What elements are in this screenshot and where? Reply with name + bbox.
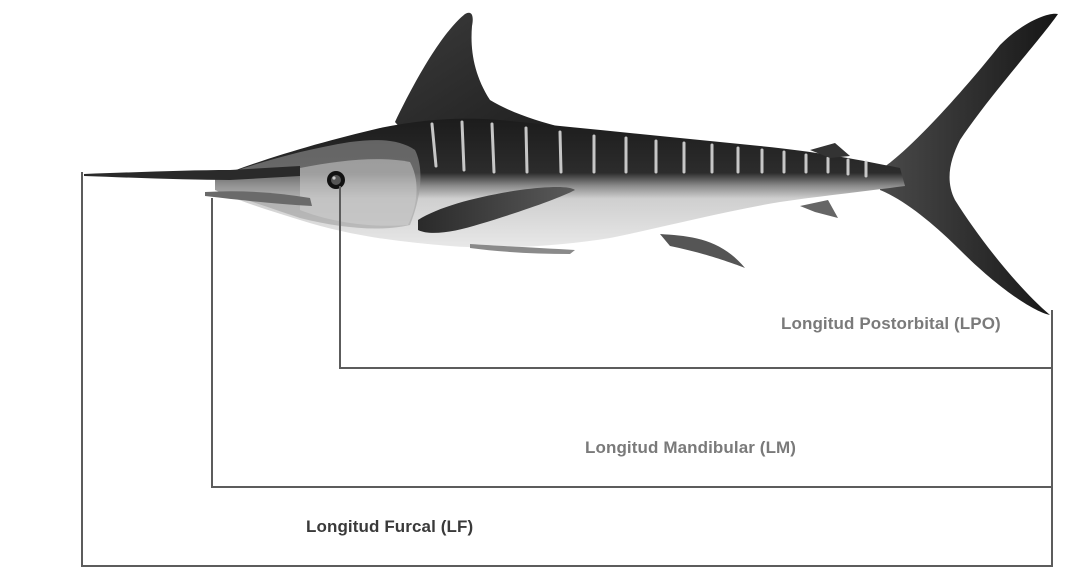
- label-mandibular-length: Longitud Mandibular (LM): [585, 438, 796, 458]
- anal-fin: [660, 234, 745, 268]
- label-postorbital-length: Longitud Postorbital (LPO): [781, 314, 1001, 334]
- label-furcal-length: Longitud Furcal (LF): [306, 517, 473, 537]
- tail-fin: [880, 14, 1058, 315]
- second-anal-fin: [800, 200, 838, 218]
